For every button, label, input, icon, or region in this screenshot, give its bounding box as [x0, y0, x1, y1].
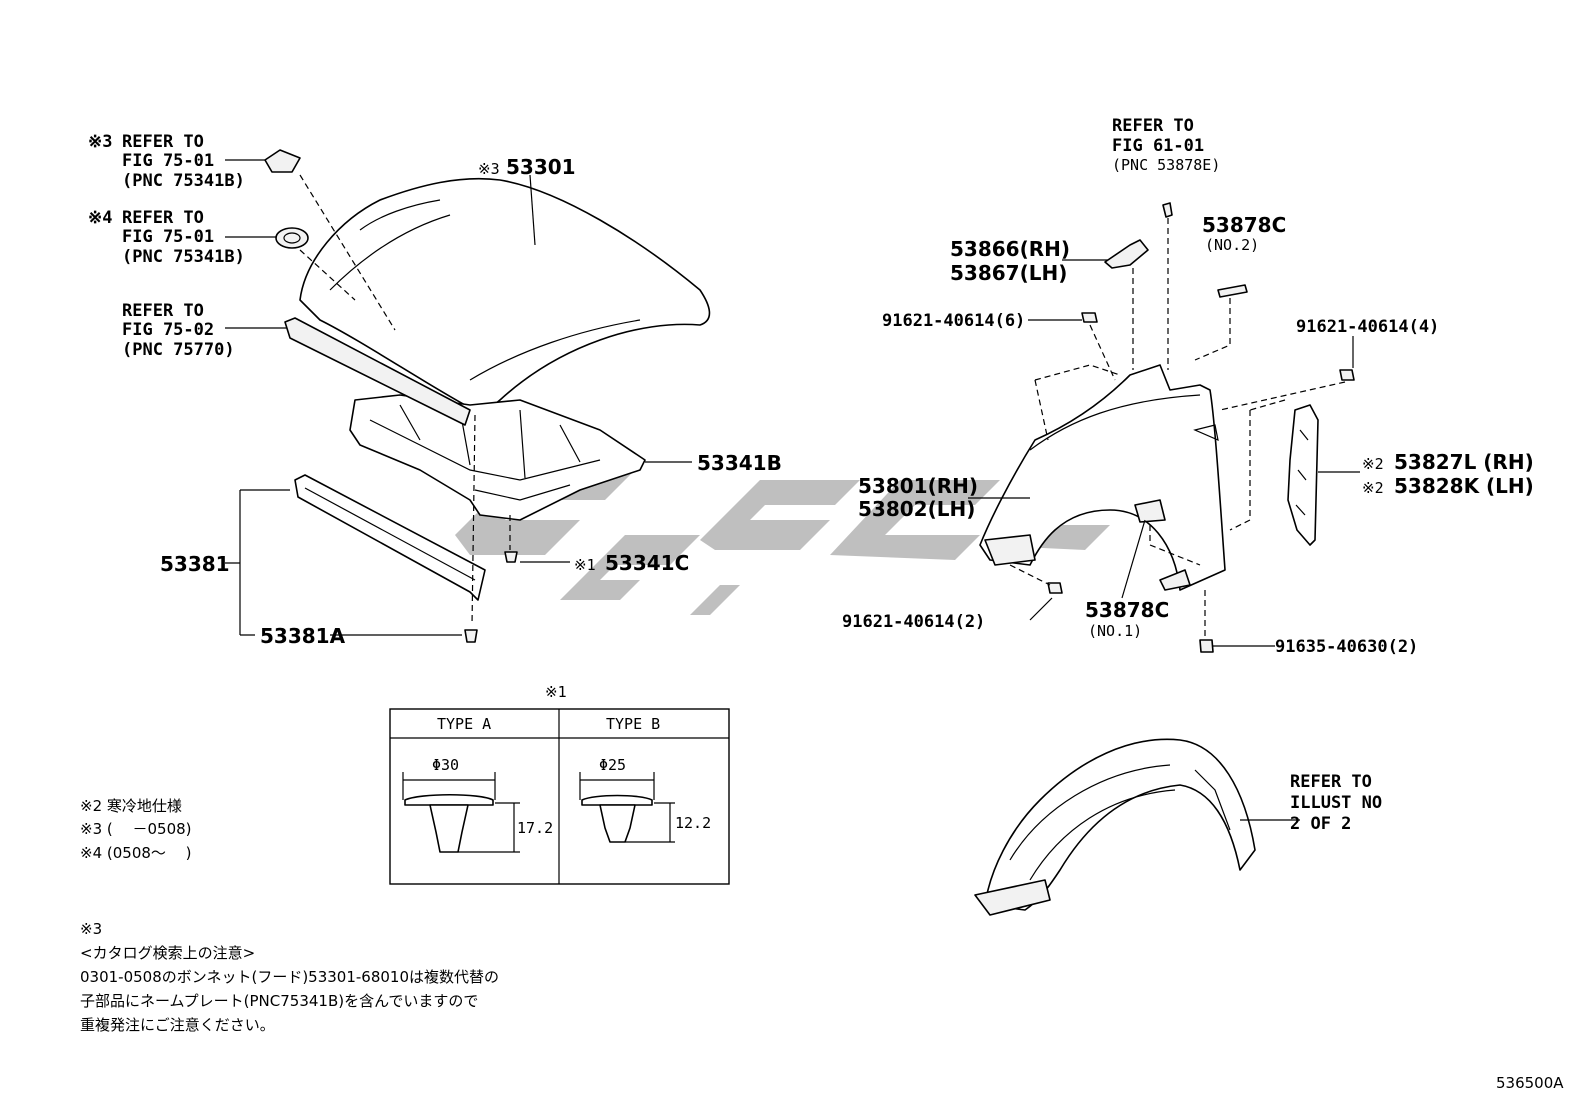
- ref2-line1: REFER TO: [122, 208, 204, 228]
- type-b-diameter: Φ25: [599, 756, 626, 774]
- ref3-line1: REFER TO: [122, 301, 204, 321]
- cushion1-sub: (NO.1): [1088, 622, 1142, 640]
- clip-illustrations: [464, 551, 518, 643]
- fender-rh-part-number[interactable]: 53801(RH): [858, 474, 978, 498]
- leader-lines-right: [968, 259, 1360, 647]
- seal-rh-mark: ※2: [1362, 455, 1384, 473]
- ref1-line3: (PNC 75341B): [122, 171, 245, 191]
- bolt-illustrations: [1047, 312, 1355, 653]
- footnote-3: ※3 ( －0508): [80, 820, 192, 838]
- fender-illustration: [979, 364, 1226, 591]
- clip-mark: ※1: [574, 556, 596, 574]
- seal-clip-part-number[interactable]: 53381A: [260, 624, 346, 648]
- clip-type-table: ※1 TYPE A TYPE B Φ30 17.2: [389, 683, 730, 885]
- seal-lh-mark: ※2: [1362, 479, 1384, 497]
- ref1-mark: ※3: [88, 132, 112, 152]
- guide-lines-right: [1009, 218, 1346, 638]
- type-b-clip-drawing: [579, 772, 675, 843]
- clip-table-mark: ※1: [545, 683, 567, 701]
- bolt4-part-number[interactable]: 91621-40614(4): [1296, 317, 1439, 337]
- fender-lh-part-number[interactable]: 53802(LH): [858, 497, 975, 521]
- emblem-illustrations: [264, 149, 309, 249]
- ref3-line3: (PNC 75770): [122, 340, 235, 360]
- seal-rh-part-number[interactable]: 53827L (RH): [1394, 450, 1534, 474]
- ref3-line2: FIG 75-02: [122, 320, 214, 340]
- guide-lines-left: [299, 174, 511, 626]
- type-a-header: TYPE A: [437, 715, 491, 733]
- cushion1-part-number[interactable]: 53878C: [1085, 598, 1169, 622]
- hood-illustration: [299, 177, 711, 410]
- fender-ref-line1: REFER TO: [1112, 116, 1194, 136]
- type-b-height: 12.2: [675, 814, 711, 832]
- hood-mark: ※3: [478, 160, 500, 178]
- ref2-mark: ※4: [88, 208, 112, 228]
- ref1-line1: REFER TO: [122, 132, 204, 152]
- ref2-line3: (PNC 75341B): [122, 247, 245, 267]
- bracket-lh-part-number[interactable]: 53867(LH): [950, 261, 1067, 285]
- remark-line2: 子部品にネームプレート(PNC75341B)を含んでいますので: [80, 992, 478, 1010]
- seal-part-number[interactable]: 53381: [160, 552, 230, 576]
- type-a-height: 17.2: [517, 819, 553, 837]
- bracket-rh-part-number[interactable]: 53866(RH): [950, 237, 1070, 261]
- footnote-2: ※2 寒冷地仕様: [80, 797, 182, 815]
- remark-mark: ※3: [80, 920, 102, 938]
- type-a-clip-drawing: [402, 772, 520, 853]
- footnote-4: ※4 (0508～ ): [80, 844, 192, 862]
- insulator-part-number[interactable]: 53341B: [697, 451, 782, 475]
- remark-title: <カタログ検索上の注意>: [80, 944, 255, 962]
- hood-insulator-illustration: [349, 394, 646, 521]
- type-b-header: TYPE B: [606, 715, 660, 733]
- hood-front-seal-illustration: [284, 317, 471, 426]
- liner-ref-line1: REFER TO: [1290, 772, 1372, 792]
- liner-ref-line3: 2 OF 2: [1290, 814, 1351, 834]
- fender-ref-line3: (PNC 53878E): [1112, 156, 1220, 174]
- seal-lh-part-number[interactable]: 53828K (LH): [1394, 474, 1534, 498]
- leader-lines-left: [225, 159, 692, 636]
- hood-part-number[interactable]: 53301: [506, 155, 576, 179]
- clip-part-number[interactable]: 53341C: [605, 551, 689, 575]
- cushion2-part-number[interactable]: 53878C: [1202, 213, 1286, 237]
- fender-liner-illustration: [974, 738, 1300, 916]
- fender-bracket-illustration: [1104, 202, 1248, 591]
- remark-line3: 重複発注にご注意ください。: [80, 1016, 275, 1034]
- screw-part-number[interactable]: 91635-40630(2): [1275, 637, 1418, 657]
- bolt2-part-number[interactable]: 91621-40614(2): [842, 612, 985, 632]
- remark-line1: 0301-0508のボンネット(フード)53301-68010は複数代替の: [80, 968, 499, 986]
- cushion2-sub: (NO.2): [1205, 236, 1259, 254]
- fender-seal-illustration: [1287, 404, 1319, 546]
- type-a-diameter: Φ30: [432, 756, 459, 774]
- fender-ref-line2: FIG 61-01: [1112, 136, 1204, 156]
- liner-ref-line2: ILLUST NO: [1290, 793, 1382, 813]
- hood-seal-illustration: [294, 474, 486, 601]
- ref2-line2: FIG 75-01: [122, 227, 214, 247]
- figure-code: 536500A: [1496, 1074, 1564, 1092]
- bolt6-part-number[interactable]: 91621-40614(6): [882, 311, 1025, 331]
- ref1-line2: FIG 75-01: [122, 151, 214, 171]
